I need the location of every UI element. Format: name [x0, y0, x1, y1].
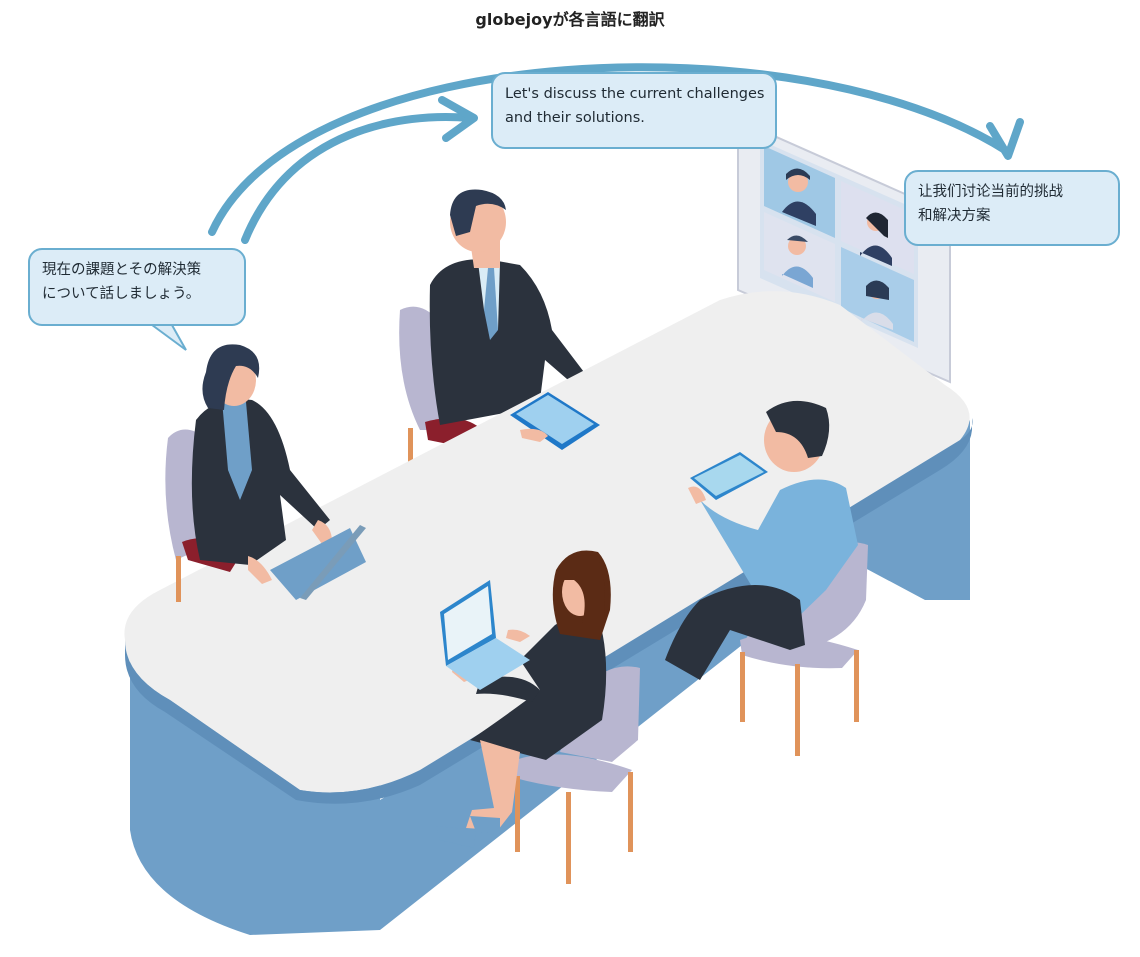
- video-monitor: [737, 118, 951, 384]
- laptop-left: [270, 525, 366, 600]
- person-front-woman: [436, 550, 611, 848]
- video-participant-2: [860, 212, 892, 266]
- video-participant-1: [782, 168, 816, 226]
- person-left-woman: [191, 344, 332, 584]
- arrowheads: [438, 96, 1024, 160]
- bubble-ja-line-2: について話しましょう。: [42, 286, 201, 302]
- video-tile-3: [764, 212, 835, 302]
- bubble-en-line-2: and their solutions.: [505, 110, 645, 126]
- speech-bubble-japanese: 現在の課題とその解決策 について話しましょう。: [28, 248, 246, 326]
- tablet-right: [690, 452, 768, 500]
- page-title: globejoyが各言語に翻訳: [475, 10, 665, 29]
- video-tile-1: [764, 146, 835, 238]
- speech-bubble-chinese: 让我们讨论当前的挑战 和解决方案: [904, 170, 1120, 246]
- video-participant-4: [861, 280, 893, 330]
- arrowhead-down: [986, 118, 1024, 160]
- tablet-back: [510, 392, 600, 450]
- arrowhead-right: [438, 96, 478, 142]
- bubble-zh-line-2: 和解决方案: [918, 208, 991, 224]
- speech-bubble-english: Let's discuss the current challenges and…: [491, 72, 777, 149]
- person-right-man: [665, 400, 858, 680]
- bubble-ja-line-1: 現在の課題とその解決策: [42, 262, 202, 278]
- laptop-front: [440, 580, 530, 690]
- bubble-en-line-1: Let's discuss the current challenges: [505, 86, 765, 102]
- arrow-big-arc: [208, 63, 1009, 236]
- video-participant-3: [782, 235, 813, 288]
- arrow-small-arc: [241, 112, 474, 244]
- translation-arrows: [208, 63, 1009, 244]
- bubble-zh-line-1: 让我们讨论当前的挑战: [918, 184, 1063, 200]
